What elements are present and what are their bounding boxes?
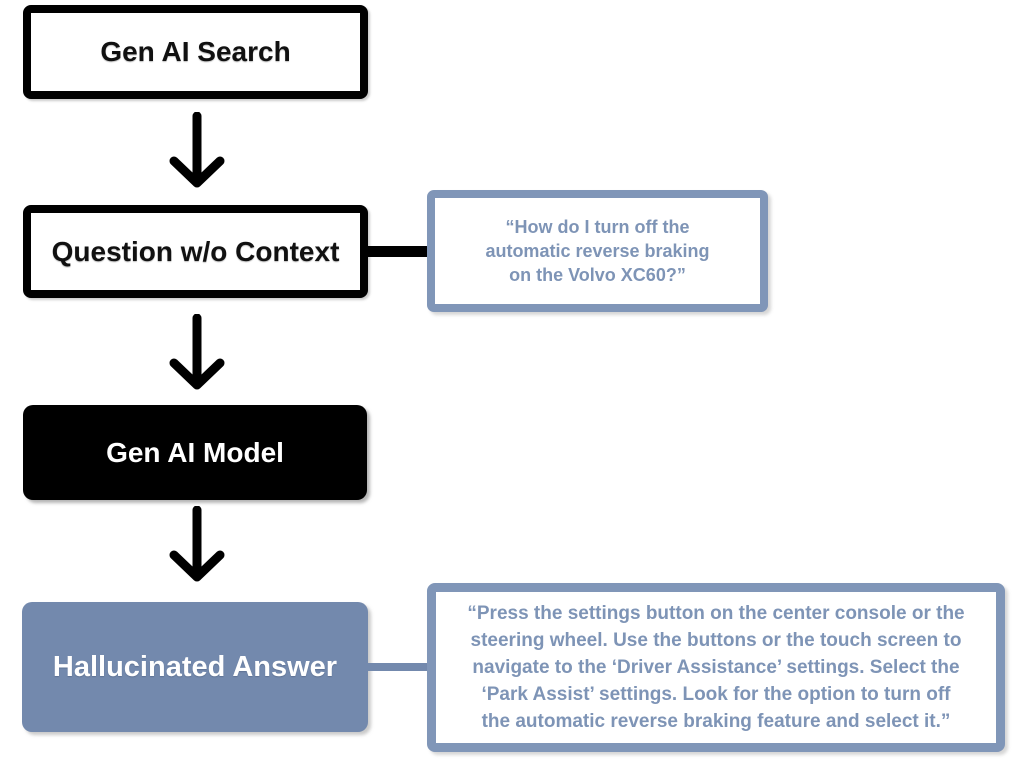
node-gen-ai-search-label: Gen AI Search — [100, 36, 291, 67]
callout-answer-text: “Press the settings button on the center… — [467, 603, 965, 732]
node-hallucinated-answer: Hallucinated Answer — [22, 602, 368, 732]
node-gen-ai-model: Gen AI Model — [23, 405, 367, 500]
connector-question-to-callout — [360, 246, 427, 257]
connector-answer-to-callout — [360, 663, 427, 671]
node-gen-ai-model-label: Gen AI Model — [106, 436, 284, 468]
callout-question-text: “How do I turn off the automatic reverse… — [485, 217, 710, 285]
node-hallucinated-answer-label: Hallucinated Answer — [52, 650, 338, 683]
node-question-wo-context: Question w/o Context — [23, 205, 368, 298]
down-arrow-icon — [169, 506, 225, 582]
callout-question: “How do I turn off the automatic reverse… — [427, 190, 768, 312]
node-gen-ai-search: Gen AI Search — [23, 5, 368, 99]
down-arrow-icon — [169, 314, 225, 390]
node-question-wo-context-label: Question w/o Context — [51, 235, 340, 267]
down-arrow-icon — [169, 112, 225, 188]
callout-answer: “Press the settings button on the center… — [427, 583, 1005, 752]
